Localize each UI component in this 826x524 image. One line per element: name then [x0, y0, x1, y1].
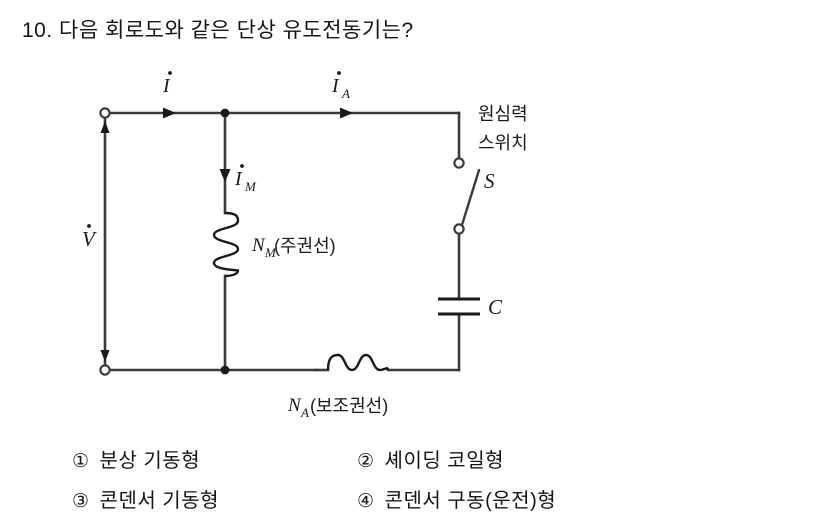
centrifugal-switch — [453, 157, 481, 235]
switch-terminal-upper — [453, 157, 465, 169]
label-ia-text: I — [331, 75, 340, 97]
capacitor-symbol — [438, 297, 480, 316]
answer-options: ① 분상 기동형 ② 셰이딩 코일형 ③ 콘덴서 기동형 ④ 콘덴서 구동(운전)형 — [0, 440, 826, 524]
label-i-text: I — [162, 75, 171, 97]
label-source-voltage: V — [82, 224, 97, 251]
label-na-text: N — [287, 395, 302, 416]
arrowhead-aux-current — [340, 107, 353, 119]
label-im-sub: M — [244, 179, 257, 194]
arrowhead-v-down — [100, 350, 110, 362]
label-nm-text: N — [251, 235, 266, 256]
circuit-diagram: V I I A I M N M — [60, 58, 620, 423]
source-voltage-arrows — [100, 121, 110, 362]
coil-path-main — [212, 211, 240, 278]
option-1-marker: ① — [72, 451, 90, 472]
label-na-sub: A — [300, 405, 309, 420]
main-winding-coil — [212, 211, 240, 278]
label-nm-sub: M — [264, 245, 277, 260]
label-ia-sub: A — [341, 86, 350, 101]
label-line-current: I — [162, 71, 172, 97]
circuit-wires — [103, 111, 461, 372]
junction-top-node — [220, 108, 230, 118]
terminal-top-left — [99, 107, 111, 119]
option-4-marker: ④ — [357, 491, 375, 512]
arrowhead-line-current — [163, 107, 176, 119]
aux-winding-coil — [326, 353, 390, 372]
terminal-nodes — [99, 107, 111, 376]
junction-bottom-node — [220, 365, 230, 375]
page-title: 10. 다음 회로도와 같은 단상 유도전동기는? — [22, 19, 414, 42]
option-2-label: 셰이딩 코일형 — [384, 450, 505, 472]
option-3[interactable]: ③ 콘덴서 기동형 — [72, 484, 219, 513]
label-v-text: V — [82, 227, 97, 251]
arrowhead-v-up — [100, 121, 110, 133]
arrowhead-main-current — [219, 169, 231, 182]
current-arrowheads — [163, 107, 353, 182]
coil-path-aux — [326, 353, 390, 372]
junction-dots — [220, 108, 230, 375]
option-3-marker: ③ — [72, 491, 90, 512]
phasor-dot-i — [168, 71, 172, 75]
label-aux-current: I A — [331, 71, 350, 101]
option-3-label: 콘덴서 기동형 — [99, 490, 220, 512]
label-capacitor: C — [488, 295, 503, 319]
terminal-bottom-left — [99, 364, 111, 376]
option-2-marker: ② — [357, 451, 375, 472]
option-4[interactable]: ④ 콘덴서 구동(운전)형 — [357, 484, 556, 513]
switch-terminal-lower — [453, 223, 465, 235]
switch-name-line1: 원심력 — [478, 104, 528, 124]
switch-symbol-label: S — [484, 169, 495, 193]
option-4-label: 콘덴서 구동(운전)형 — [384, 490, 557, 512]
phasor-dot-im — [240, 164, 244, 168]
phasor-dot-v — [87, 224, 91, 228]
option-1-label: 분상 기동형 — [99, 450, 201, 472]
label-centrifugal-switch: 원심력 스위치 S — [478, 104, 528, 193]
label-main-winding: N M (주권선) — [251, 235, 336, 260]
phasor-dot-ia — [337, 71, 341, 75]
label-im-text: I — [234, 168, 243, 190]
switch-blade — [460, 168, 481, 227]
switch-name-line2: 스위치 — [478, 133, 528, 153]
label-main-current: I M — [234, 164, 257, 194]
label-nm-korean: (주권선) — [274, 236, 336, 256]
label-na-korean: (보조권선) — [310, 396, 388, 416]
option-2[interactable]: ② 셰이딩 코일형 — [357, 444, 504, 473]
option-1[interactable]: ① 분상 기동형 — [72, 444, 200, 473]
label-aux-winding: N A (보조권선) — [287, 395, 388, 420]
